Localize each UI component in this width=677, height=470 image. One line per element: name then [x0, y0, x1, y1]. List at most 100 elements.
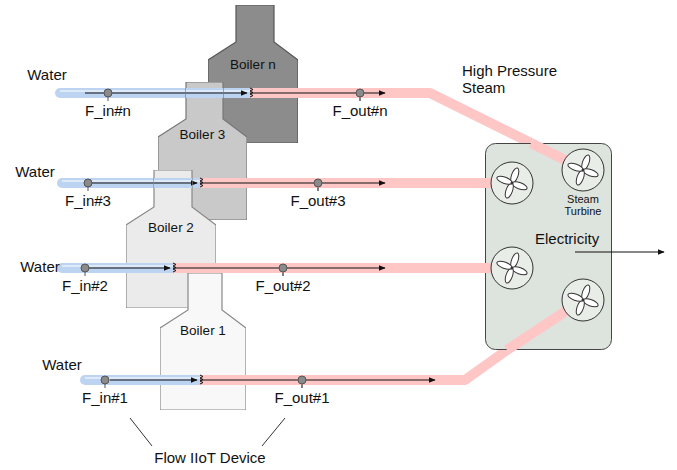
steam-pipe	[246, 350, 507, 380]
flow-sensor	[298, 376, 306, 384]
steam-pipe	[531, 143, 567, 161]
annotation-label: F_in#n	[85, 102, 131, 119]
steam-pipe	[216, 263, 485, 273]
annotation-label: Flow IIoT Device	[154, 449, 265, 466]
heater-coil	[200, 178, 203, 187]
flow-arrow	[246, 380, 435, 381]
boiler-shape	[160, 273, 246, 410]
water-pipe	[62, 178, 200, 188]
steam-pipe	[173, 263, 216, 273]
water-pipe	[62, 263, 173, 273]
water-pipe	[158, 88, 247, 98]
annotation-label: F_out#1	[274, 389, 329, 406]
flow-arrow	[208, 93, 247, 94]
flow-line	[173, 268, 216, 269]
annotation-label: Water	[15, 163, 54, 180]
water-pipe	[208, 88, 250, 98]
steam-pipe	[200, 178, 247, 188]
pipe-highlight	[62, 180, 200, 182]
pipe-highlight	[126, 265, 173, 267]
flow-arrow	[126, 183, 197, 184]
boiler-label: Boiler 1	[160, 323, 246, 339]
annotation-label: F_out#2	[255, 277, 310, 294]
steam-line	[216, 264, 485, 276]
flow-arrow	[160, 380, 197, 381]
flow-sensor	[279, 264, 287, 272]
steam-pipe	[507, 309, 569, 350]
steam-pipe	[250, 88, 298, 98]
flow-line	[200, 380, 246, 381]
flow-line	[200, 183, 247, 184]
output-label: Electricity	[535, 230, 599, 247]
steam-line	[246, 350, 507, 388]
flow-sensor	[104, 89, 112, 97]
turbine-blade	[496, 260, 513, 271]
flow-sensor	[81, 264, 89, 272]
boiler-outline	[160, 273, 246, 410]
flow-sensor	[84, 179, 92, 187]
flow-line	[200, 183, 247, 184]
water-pipe	[126, 263, 173, 273]
flow-sensor	[314, 179, 322, 187]
boiler-label: Boiler n	[208, 57, 298, 73]
steam-pipe	[298, 93, 531, 143]
heater-coil	[200, 178, 203, 187]
pipe-group	[160, 273, 246, 384]
annotation-label: Water	[20, 258, 59, 275]
water-pipe	[60, 88, 250, 98]
pipe-highlight	[160, 377, 200, 379]
annotation-label: F_in#2	[62, 277, 108, 294]
flow-arrow	[87, 183, 197, 184]
pipe-highlight	[158, 90, 247, 92]
flow-arrow	[126, 268, 170, 269]
heater-coil	[173, 263, 176, 272]
rotor-hub	[511, 182, 514, 185]
steam-pipe	[200, 178, 247, 188]
turbine-rotor	[491, 162, 533, 204]
annotation-label: Water	[27, 66, 66, 83]
steam-line	[247, 179, 485, 191]
flow-sensor	[101, 376, 109, 384]
flow-arrow	[216, 268, 385, 269]
flow-sensor	[279, 264, 287, 272]
flow-line	[200, 183, 216, 184]
pipe-highlight	[126, 180, 200, 182]
flow-line	[250, 93, 298, 94]
water-pipe	[85, 375, 200, 385]
pipe-highlight	[208, 90, 250, 92]
steam-pipe	[173, 263, 216, 273]
flow-arrow	[158, 183, 197, 184]
turbine-blade	[567, 292, 584, 303]
boiler: Boiler 1	[160, 273, 246, 410]
flow-sensor	[298, 376, 306, 384]
flow-arrow	[110, 380, 197, 381]
flow-line	[200, 380, 246, 381]
flow-sensor	[356, 89, 364, 97]
steam-pipe	[250, 88, 298, 98]
steam-pipe	[200, 375, 246, 385]
pipe-highlight	[158, 180, 200, 182]
turbine-box	[486, 144, 612, 350]
pipe-highlight	[60, 90, 250, 92]
water-pipe	[160, 375, 200, 385]
annotation-label: F_out#n	[332, 102, 387, 119]
rotor-hub	[582, 169, 585, 172]
flow-arrow	[298, 93, 385, 94]
pipe-group	[158, 88, 247, 220]
flow-line	[173, 268, 216, 269]
turbine-rotor	[491, 247, 533, 289]
steam-pipe	[247, 178, 485, 188]
heater-coil	[250, 88, 253, 97]
turbine-blade	[496, 175, 513, 186]
annotation-label: F_in#3	[65, 192, 111, 209]
flow-sensor	[314, 179, 322, 187]
electricity-arrow	[575, 252, 664, 253]
rotor-hub	[511, 267, 514, 270]
leader-line	[262, 418, 285, 446]
rotor-hub	[582, 299, 585, 302]
steam-pipe	[200, 375, 246, 385]
water-pipe	[158, 178, 200, 188]
turbine-blade	[567, 162, 584, 173]
steam-turbine-unit: Steam TurbineElectricity	[485, 143, 612, 350]
turbine-label: Steam Turbine	[557, 193, 609, 217]
